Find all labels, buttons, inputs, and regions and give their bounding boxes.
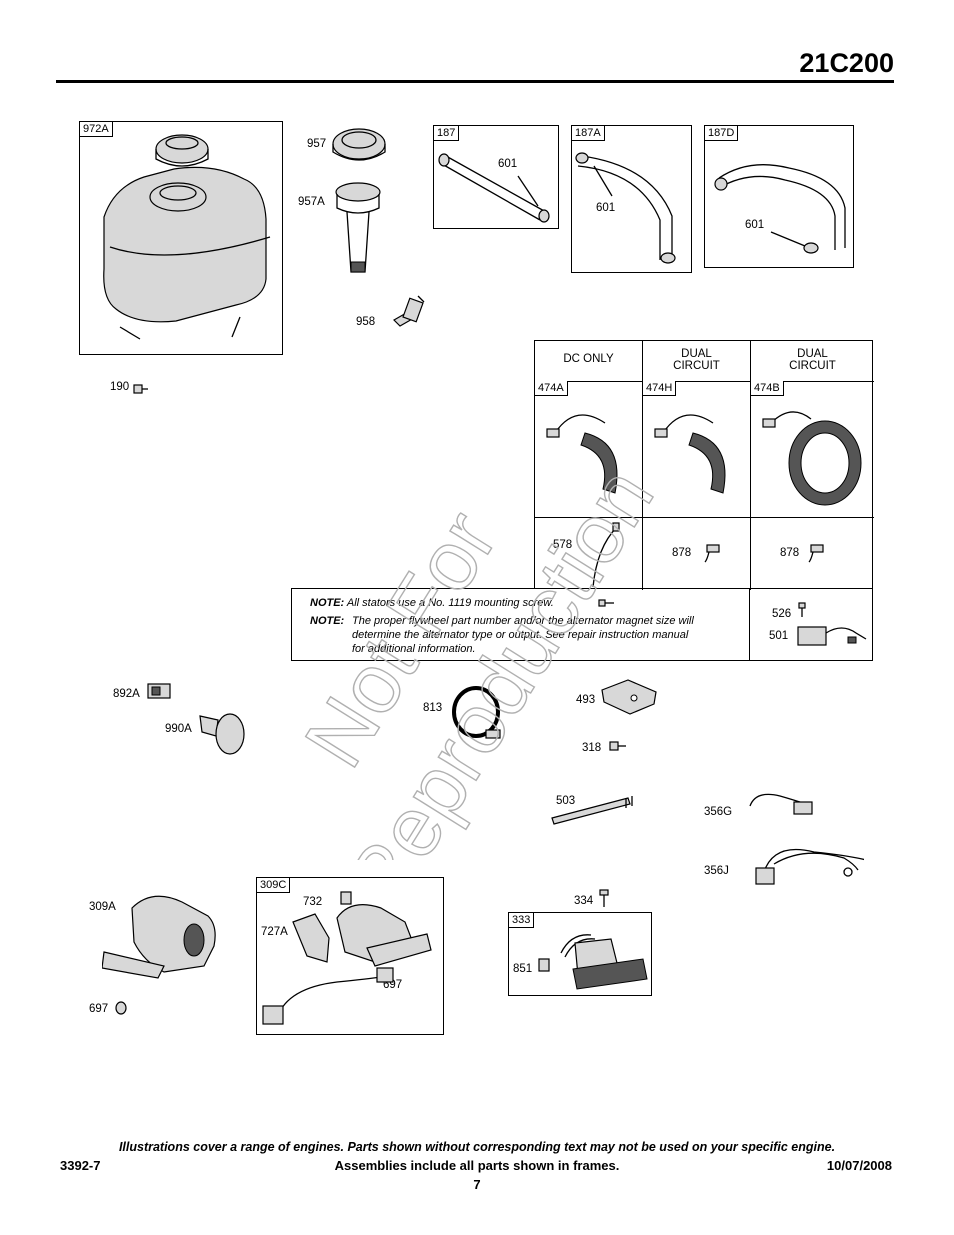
- stator-col-dual-circuit-2: DUAL CIRCUIT: [789, 348, 836, 372]
- stator-table: DC ONLY DUAL CIRCUIT DUAL CIRCUIT 474A 4…: [534, 340, 874, 590]
- tag-309C: 309C: [257, 878, 291, 893]
- stator-474B-illustration: [762, 411, 862, 506]
- stator-474H-illustration: [654, 414, 726, 494]
- harness-356G-icon: [749, 793, 813, 815]
- label-990A: 990A: [165, 723, 192, 735]
- label-503: 503: [556, 795, 576, 807]
- armature-333-illustration: [538, 934, 648, 990]
- connector-878b-icon: [808, 544, 824, 563]
- label-957A: 957A: [298, 196, 325, 208]
- stator-col-dual-circuit-1: DUAL CIRCUIT: [673, 348, 720, 372]
- label-851: 851: [513, 963, 533, 975]
- stator-474A-illustration: [546, 414, 618, 494]
- header-rule: [56, 80, 894, 83]
- footer-date: 10/07/2008: [826, 1158, 892, 1173]
- fuel-cap-957A-icon: [335, 182, 381, 273]
- fuel-tank-illustration: [103, 134, 271, 340]
- frame-526-501: 526 501: [749, 588, 873, 661]
- screw-697-icon: [115, 1001, 127, 1015]
- label-601-in-187: 601: [498, 158, 518, 170]
- note-2-label: NOTE:: [310, 615, 345, 627]
- label-501: 501: [769, 630, 789, 642]
- harness-356J-icon: [755, 848, 864, 885]
- model-number: 21C200: [799, 48, 894, 78]
- fuel-line-187D-illustration: [714, 164, 846, 254]
- label-601-in-187A: 601: [596, 202, 616, 214]
- tag-474H: 474H: [643, 381, 677, 396]
- tag-474B: 474B: [751, 381, 784, 396]
- footer-disclaimer: Illustrations cover a range of engines. …: [118, 1140, 836, 1154]
- wire-578-icon: [592, 522, 620, 588]
- label-697-left: 697: [89, 1003, 109, 1015]
- tag-333: 333: [509, 913, 535, 928]
- screw-334-icon: [599, 889, 609, 907]
- label-493: 493: [576, 694, 596, 706]
- bracket-493-icon: [601, 679, 657, 715]
- label-578: 578: [553, 539, 573, 551]
- clamp-813-icon: [452, 686, 501, 739]
- label-356G: 356G: [704, 806, 733, 818]
- notes-box: NOTE: All stators use a No. 1119 mountin…: [291, 588, 750, 661]
- label-190: 190: [110, 381, 130, 393]
- frame-187A: 187A 601: [571, 125, 692, 273]
- label-309A: 309A: [89, 901, 116, 913]
- tag-187D: 187D: [705, 126, 739, 141]
- label-727A: 727A: [261, 926, 288, 938]
- strap-503-icon: [551, 796, 633, 825]
- label-356J: 356J: [704, 865, 729, 877]
- screw-1119-icon: [598, 599, 614, 607]
- label-334: 334: [574, 895, 594, 907]
- label-957: 957: [307, 138, 327, 150]
- stator-col-dc-only: DC ONLY: [563, 353, 614, 365]
- fuel-line-187A-illustration: [575, 152, 676, 264]
- tag-187: 187: [434, 126, 460, 141]
- footer-doc-number: 3392-7: [60, 1158, 101, 1173]
- fuel-valve-958-icon: [393, 295, 425, 327]
- page-number: 7: [473, 1177, 481, 1192]
- connector-878-icon: [704, 544, 720, 563]
- switch-892A-icon: [147, 683, 171, 699]
- label-878-1: 878: [672, 547, 692, 559]
- frame-333: 333 851: [508, 912, 652, 996]
- frame-187D: 187D 601: [704, 125, 854, 268]
- frame-309C: 309C 732 727A 697: [256, 877, 444, 1035]
- screw-190-icon: [133, 384, 148, 394]
- fuel-line-187-illustration: [438, 153, 550, 223]
- label-878-2: 878: [780, 547, 800, 559]
- rectifier-501-illustration: [797, 602, 867, 646]
- note-1: NOTE: All stators use a No. 1119 mountin…: [310, 597, 554, 609]
- fuel-cap-957-icon: [332, 128, 386, 161]
- screw-318-icon: [609, 741, 626, 751]
- label-958: 958: [356, 316, 376, 328]
- ignition-coil-309C-illustration: [262, 891, 432, 1025]
- label-813: 813: [423, 702, 443, 714]
- ignition-coil-309A-illustration: [102, 895, 216, 979]
- footer-assemblies: Assemblies include all parts shown in fr…: [334, 1158, 620, 1173]
- label-526: 526: [772, 608, 792, 620]
- note-2-text: The proper flywheel part number and/or t…: [352, 615, 694, 655]
- label-892A: 892A: [113, 688, 140, 700]
- label-601-in-187D: 601: [745, 219, 765, 231]
- label-732: 732: [303, 896, 323, 908]
- label-318: 318: [582, 742, 602, 754]
- tag-972A: 972A: [80, 122, 113, 137]
- tag-187A: 187A: [572, 126, 605, 141]
- tag-474A: 474A: [535, 381, 568, 396]
- frame-187: 187 601: [433, 125, 559, 229]
- frame-972A: 972A: [79, 121, 283, 355]
- primer-990A-icon: [199, 713, 245, 755]
